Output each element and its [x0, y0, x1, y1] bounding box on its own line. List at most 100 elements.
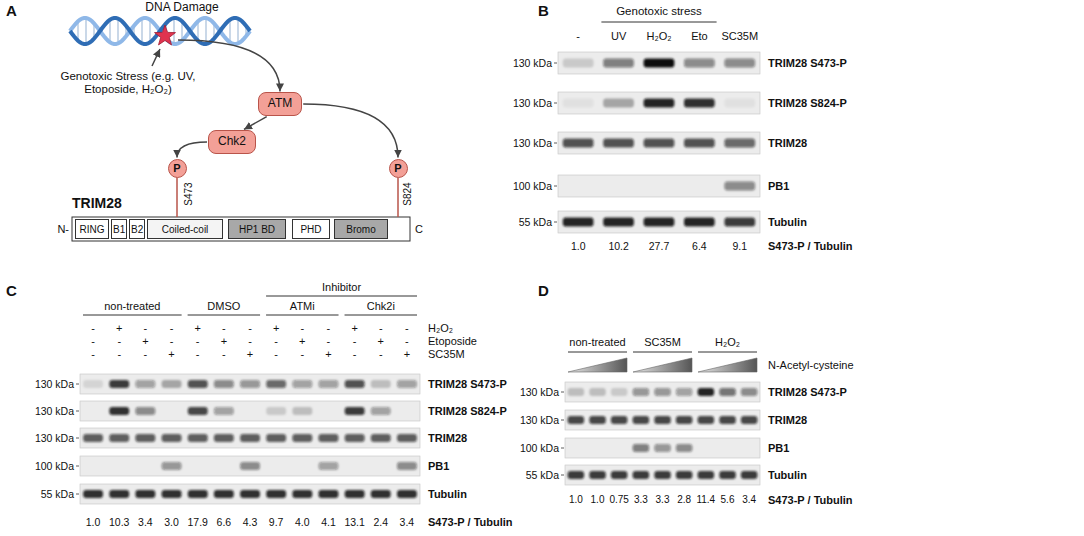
lane-label: SC35M — [721, 30, 758, 43]
treatment-sign: - — [327, 322, 331, 335]
protein-band — [345, 407, 365, 415]
protein-band — [719, 416, 736, 424]
protein-band — [611, 388, 628, 396]
ratio-value: 6.6 — [217, 516, 232, 528]
ratio-value: 3.3 — [634, 494, 648, 506]
ratio-value: 3.3 — [656, 494, 670, 506]
kda-marker: 55 kDa — [526, 469, 559, 481]
dna-rung — [85, 18, 87, 44]
blot-strip — [558, 132, 760, 154]
kda-marker: 55 kDa — [519, 216, 552, 228]
protein-band — [654, 388, 671, 396]
dna-rung — [205, 18, 207, 44]
protein-band — [83, 434, 103, 442]
protein-band — [345, 380, 365, 388]
treatment-sign: + — [378, 335, 384, 348]
protein-band — [684, 99, 715, 108]
treatment-sign: + — [351, 322, 357, 335]
row-label: PB1 — [428, 460, 449, 473]
dna-rung — [149, 20, 151, 43]
group-line — [568, 352, 627, 353]
protein-band — [162, 434, 182, 442]
dna-strand — [70, 18, 250, 44]
protein-bar — [72, 217, 410, 241]
blot-strip — [565, 438, 760, 458]
group-header: non-treated — [104, 300, 160, 313]
protein-band — [371, 380, 391, 388]
group-header: Inhibitor — [322, 281, 361, 294]
kda-marker: 130 kDa — [513, 57, 552, 69]
ratio-value: 13.1 — [344, 516, 364, 528]
signal-arrow — [178, 40, 280, 91]
node-text: B2 — [131, 224, 143, 235]
blot-strip — [80, 374, 420, 394]
row-label: TRIM28 — [428, 432, 467, 445]
ratio-value: 17.9 — [187, 516, 207, 528]
protein-band — [698, 388, 715, 396]
dna-strand — [70, 18, 250, 44]
blot-strip — [565, 465, 760, 485]
protein-band — [188, 380, 208, 388]
ratio-value: 10.3 — [109, 516, 129, 528]
protein-band — [162, 380, 182, 388]
phosphorylation-arrow — [177, 142, 207, 158]
protein-band — [568, 388, 585, 396]
treatment-sign: - — [196, 348, 200, 361]
domain-box: Coiled-coil — [147, 219, 223, 239]
ratio-value: 4.3 — [243, 516, 258, 528]
protein-band — [240, 380, 260, 388]
protein-band — [563, 99, 594, 108]
protein-band — [266, 407, 286, 415]
row-label: Tubulin — [768, 469, 807, 482]
protein-band — [240, 434, 260, 442]
node-text: ATM — [268, 97, 292, 110]
protein-band — [214, 407, 234, 415]
marker-tick — [76, 466, 79, 467]
marker-tick — [561, 448, 564, 449]
protein-band — [654, 444, 671, 452]
row-label: Tubulin — [768, 216, 807, 229]
blot-strip — [565, 410, 760, 430]
protein-band — [109, 490, 129, 498]
kda-marker: 130 kDa — [513, 97, 552, 109]
panel-letter: A — [6, 2, 17, 19]
protein-band — [633, 416, 650, 424]
treatment-sign: - — [405, 322, 409, 335]
ratio-value: 6.4 — [692, 240, 707, 252]
treatment-sign: - — [144, 322, 148, 335]
protein-band — [397, 380, 417, 388]
marker-tick — [554, 186, 557, 187]
protein-band — [724, 59, 755, 68]
protein-band — [397, 490, 417, 498]
protein-band — [345, 434, 365, 442]
protein-band — [611, 416, 628, 424]
treatment-sign: + — [325, 348, 331, 361]
protein-band — [603, 139, 634, 148]
dose-ramp — [698, 358, 757, 372]
row-label: TRIM28 S473-P — [768, 386, 847, 399]
protein-band — [724, 99, 755, 108]
ratio-value: 27.7 — [649, 240, 669, 252]
lane-label: UV — [611, 30, 626, 43]
site-label: S824 — [402, 182, 414, 205]
group-line — [345, 315, 417, 316]
protein-band — [83, 380, 103, 388]
ratio-value: 9.7 — [269, 516, 284, 528]
protein-band — [371, 407, 391, 415]
group-line — [266, 296, 417, 297]
node-text: B1 — [113, 224, 125, 235]
protein-band — [345, 490, 365, 498]
lane-label: Eto — [691, 30, 708, 43]
dna-rung — [229, 20, 231, 43]
protein-band — [563, 59, 594, 68]
protein-band — [319, 434, 339, 442]
panel-letter: D — [538, 282, 549, 299]
treatment-sign: - — [144, 348, 148, 361]
protein-band — [292, 434, 312, 442]
treatment-sign: + — [273, 322, 279, 335]
protein-band — [603, 218, 634, 227]
ratio-value: 4.0 — [295, 516, 310, 528]
treatment-sign: + — [116, 322, 122, 335]
node-text: Chk2 — [218, 135, 246, 148]
blot-strip — [558, 52, 760, 74]
